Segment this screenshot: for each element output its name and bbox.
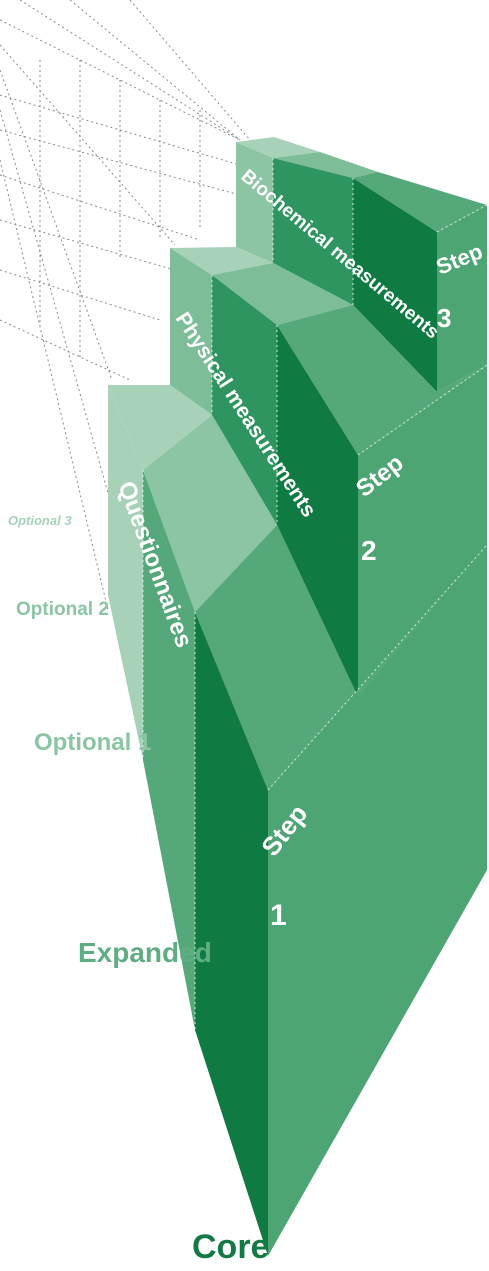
step1-top-optional2 (143, 415, 277, 612)
step2-side (358, 365, 487, 697)
step2-front-core (277, 325, 358, 697)
step3-side (437, 205, 487, 392)
step3-front-expanded (273, 158, 353, 305)
dashed-edges (142, 158, 488, 1030)
level-optional-3: Optional 3 (8, 513, 72, 528)
step1-front-optional2 (143, 470, 195, 1030)
step1-side (268, 545, 487, 1256)
step2-number: 2 (361, 535, 377, 566)
step1-front-expanded (195, 612, 268, 1256)
level-expanded: Expanded (78, 937, 212, 968)
step2-front-expanded (212, 275, 277, 525)
perspective-grid (0, 0, 251, 611)
step3-top-optional (236, 137, 320, 158)
step3-top-core (353, 172, 487, 232)
step3-top-expanded (273, 152, 378, 178)
step1-front-optional3 (108, 385, 143, 760)
step3-number: 3 (437, 303, 451, 333)
step2-top-optional (170, 247, 273, 275)
step1-top-optional3 (108, 385, 212, 470)
level-core: Core (192, 1228, 269, 1266)
step3-front-optional (236, 142, 273, 263)
step2-front-optional (170, 248, 212, 415)
level-optional-2: Optional 2 (16, 599, 109, 620)
step2-top-expanded (212, 263, 353, 325)
step3-front-core (353, 178, 437, 392)
level-optional-1: Optional 1 (34, 729, 151, 756)
step1-top-core (195, 525, 487, 790)
step2-top-core (277, 305, 487, 455)
step1-number: 1 (270, 899, 287, 932)
